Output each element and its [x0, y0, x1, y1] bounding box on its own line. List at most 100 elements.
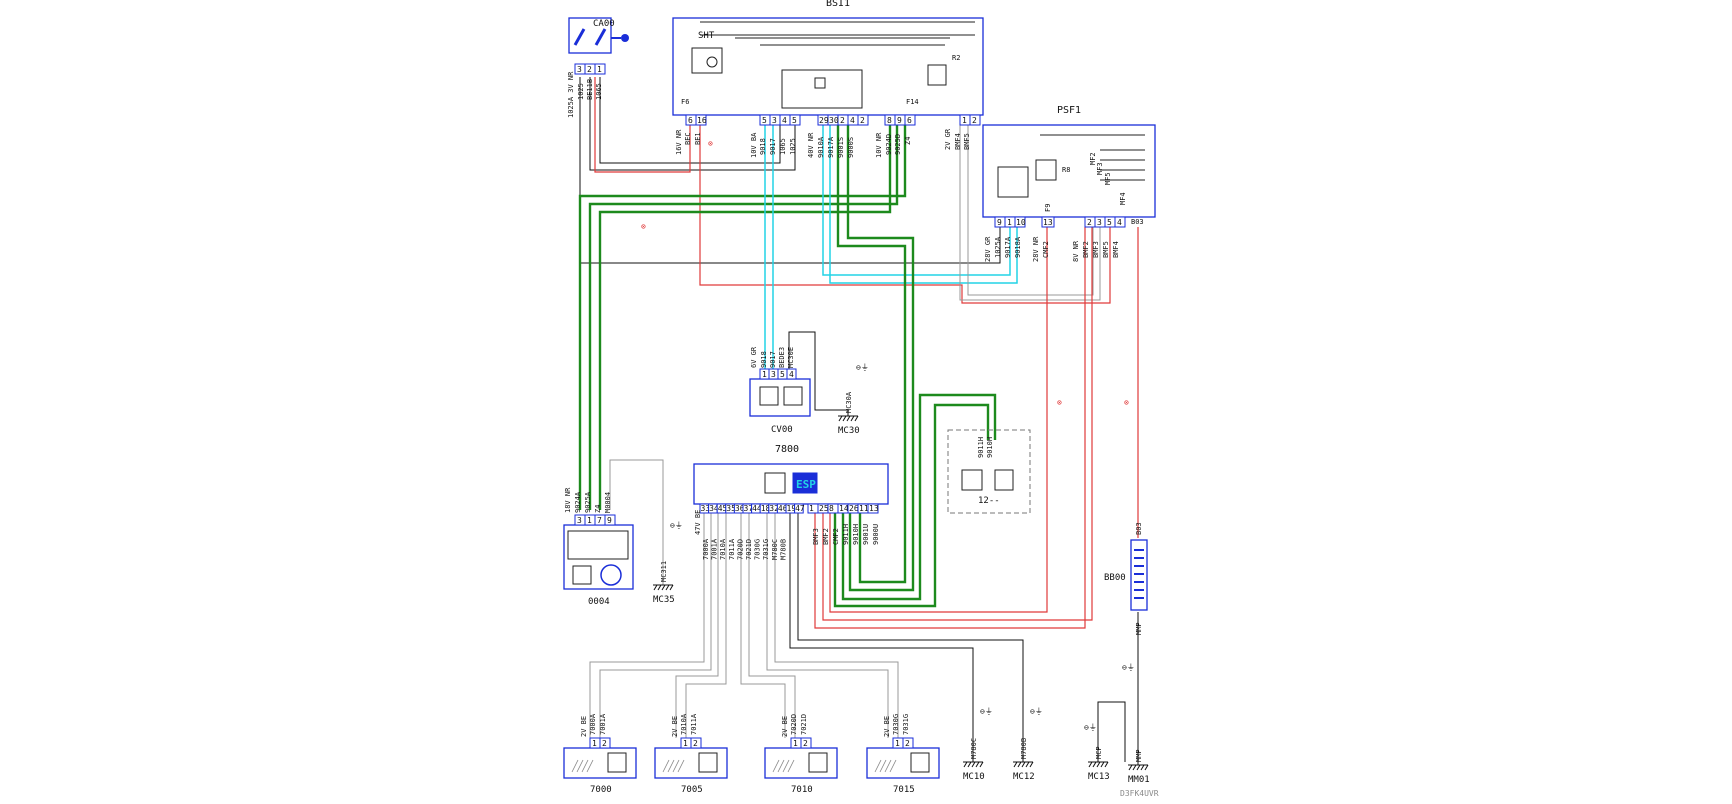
esp-badge: ESP: [796, 478, 816, 491]
c0004-label: 0004: [588, 597, 610, 607]
psf1-wire: BMF4: [1112, 241, 1120, 258]
bb00-battery: BB00 B03 MMP: [1104, 522, 1148, 635]
bsi1-pin: 5: [762, 116, 767, 125]
sensor-pin: 1: [683, 739, 688, 748]
esp-pin: 37: [744, 504, 754, 513]
ca00-wire: 1025: [577, 83, 585, 100]
psf1-wire: 9018A: [1014, 236, 1022, 258]
sensor-pin: 1: [592, 739, 597, 748]
psf1-strip-label: MF2: [1089, 152, 1097, 165]
c12-wire: 9010H: [986, 437, 994, 458]
cv00-wire: BEDE3: [778, 347, 786, 368]
fuel-gauge-icon: [600, 564, 622, 586]
c0004-connector: 3 1 7 9 18V NR 9024A 9025A Z4 M0004: [564, 487, 616, 526]
bsi1-wire: 9025D: [894, 134, 902, 155]
esp-wire: 7031G: [762, 539, 770, 560]
psf1-pin: 5: [1107, 218, 1112, 227]
psf1-pin: 3: [1097, 218, 1102, 227]
wire-mc30e: [788, 331, 849, 416]
c12-module: 12-- 9011H 9010H: [947, 429, 1031, 514]
c0004-module: 0004 3 1 7 9 18V NR 9024A 9025A Z4 M0004: [563, 487, 634, 607]
esp-pin: 13: [869, 504, 879, 513]
psf1-strip-label: MF3: [1096, 162, 1104, 175]
psf1-connector-left: 9 1 10 28V GR 1025A 9017A 9018A: [984, 216, 1026, 262]
wire-7000a: [589, 510, 705, 738]
bsi1-pin: 1: [962, 116, 967, 125]
esp-wire: 7021D: [745, 539, 753, 560]
wire-bmf3: [814, 227, 1086, 629]
c0004-connector-code: 18V NR: [564, 487, 572, 513]
sensor-wire: 7020D: [790, 714, 798, 735]
bsi1-fuse-f14: F14: [906, 98, 919, 106]
bsi1-connector-code: 10V BA: [750, 132, 758, 158]
psf1-pin: 9: [997, 218, 1002, 227]
psf1-pin: 2: [1087, 218, 1092, 227]
bsi1-connector-code: 16V NR: [675, 129, 683, 155]
relay-marker: ⊗: [1124, 398, 1129, 407]
c0004-pin: 3: [577, 516, 582, 525]
ca00-contact-left: [573, 28, 586, 46]
wire-1025: [589, 77, 796, 171]
ground-symbol: ⊖⏚: [856, 363, 869, 372]
sensor-label: 7000: [590, 785, 612, 795]
c0004-wire: M0004: [604, 492, 612, 513]
psf1-module: PSF1 R8 F9 MF2 MF3 MF5 MF4 9 1 10 28V GR…: [982, 105, 1156, 262]
wire-be1: [699, 115, 1111, 304]
c0004-wire: 9025A: [584, 491, 592, 513]
esp-pin: 46: [778, 504, 788, 513]
wire-7020d: [740, 510, 786, 738]
bsi1-wire: 1025: [789, 138, 797, 155]
bb00-label: BB00: [1104, 573, 1126, 583]
cv00-wire: MC30E: [787, 347, 795, 368]
wire-m0004: [609, 459, 664, 585]
relay-marker: ⊗: [708, 139, 713, 148]
wire-7030g: [766, 510, 889, 738]
esp-connector-code: 47V BE: [694, 510, 702, 535]
c0004-pin: 7: [597, 516, 602, 525]
bsi1-connector-mid1: 5 3 4 5 10V BA 9018 9017 1065 1025: [750, 114, 801, 158]
ground-label: MC12: [1013, 772, 1035, 782]
psf1-pin: 1: [1007, 218, 1012, 227]
bsi1-pin: 2: [972, 116, 977, 125]
bsi1-wire: 9010A: [817, 136, 825, 158]
esp-wire: BMF2: [822, 528, 830, 545]
bsi1-connector-code: 2V GR: [944, 128, 952, 150]
psf1-connector-code: 28V NR: [1032, 236, 1040, 262]
psf1-relay-label: R8: [1062, 166, 1070, 174]
esp-pin: 36: [735, 504, 745, 513]
sensor-label: 7015: [893, 785, 915, 795]
esp-wire: 7001A: [711, 538, 719, 560]
wire-z4: [598, 115, 892, 510]
bsi1-pin: 6: [688, 116, 693, 125]
wire-9025a: [588, 115, 899, 510]
ground-symbol: ⊖⏚: [1084, 723, 1097, 732]
psf1-connector-code: 8V NR: [1072, 240, 1080, 262]
esp-wire: M780C: [771, 539, 779, 560]
wire-be11b: [594, 77, 691, 173]
esp-wire: M780B: [779, 539, 787, 560]
psf1-pin: 10: [1016, 218, 1026, 227]
bsi1-wire: BMF4: [954, 133, 962, 150]
esp-wire: 9011H: [842, 524, 850, 545]
wire-1025a: [579, 77, 1001, 264]
esp-pin: 1: [809, 504, 814, 513]
sensor-pin: 1: [793, 739, 798, 748]
ca00-connector-code: 1025A 3V NR: [567, 71, 575, 118]
psf1-strip-label: MF5: [1104, 172, 1112, 185]
cv00-connector: 1 3 5 4 6V GR 9018 9017 BEDE3 MC30E: [750, 346, 797, 380]
cv00-pin: 3: [771, 370, 776, 379]
sensor-connector-code: 2V BE: [671, 716, 679, 737]
wire-9018a: [822, 115, 1011, 276]
sensor-connector-code: 2V BE: [883, 716, 891, 737]
bsi1-wire: BE1: [694, 132, 702, 145]
esp-pin: 8: [829, 504, 834, 513]
psf1-pin: 13: [1043, 218, 1053, 227]
psf1-fuse-label: F9: [1044, 204, 1052, 212]
esp-wire: 9000U: [872, 524, 880, 545]
